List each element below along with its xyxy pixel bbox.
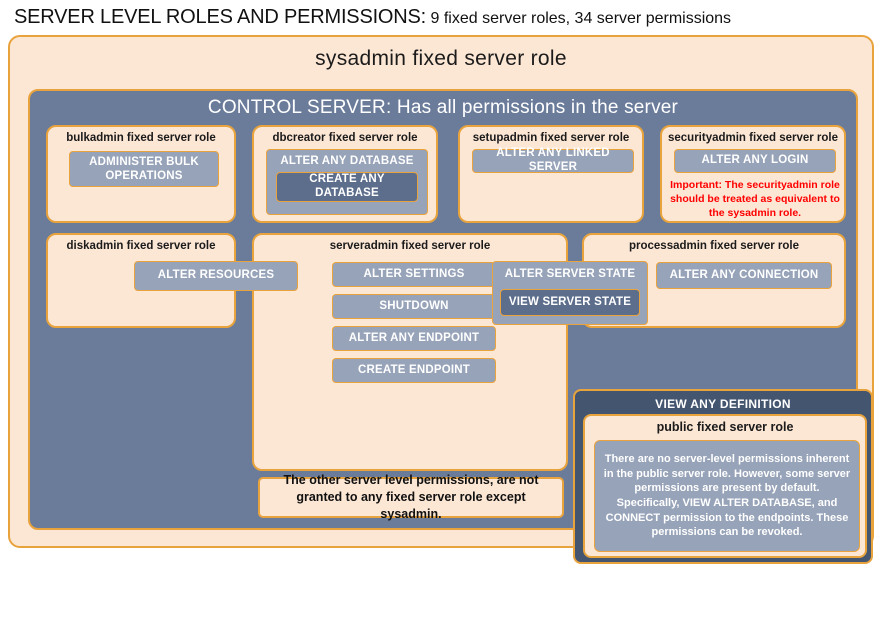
role-title-diskadmin: diskadmin fixed server role: [66, 240, 216, 252]
permission-alter-any-database-label: ALTER ANY DATABASE: [280, 155, 414, 167]
page-title: SERVER LEVEL ROLES AND PERMISSIONS: 9 fi…: [14, 6, 874, 32]
permission-view-server-state[interactable]: VIEW SERVER STATE: [500, 289, 640, 316]
sysadmin-role-title: sysadmin fixed server role: [315, 47, 567, 70]
permission-create-any-database[interactable]: CREATE ANY DATABASE: [276, 172, 418, 202]
role-card-public: public fixed server role There are no se…: [583, 414, 867, 558]
control-server-title: CONTROL SERVER: Has all permissions in t…: [207, 97, 679, 118]
permission-alter-settings[interactable]: ALTER SETTINGS: [332, 262, 496, 287]
role-card-setupadmin: setupadmin fixed server role ALTER ANY L…: [458, 125, 644, 223]
page-title-main: SERVER LEVEL ROLES AND PERMISSIONS:: [14, 6, 427, 28]
role-title-bulkadmin: bulkadmin fixed server role: [66, 132, 216, 144]
control-server-region: CONTROL SERVER: Has all permissions in t…: [28, 89, 858, 618]
permission-shutdown[interactable]: SHUTDOWN: [332, 294, 496, 319]
footer-label: SQL Server 2017: [63, 604, 156, 618]
permission-create-endpoint[interactable]: CREATE ENDPOINT: [332, 358, 496, 383]
public-role-description: There are no server-level permissions in…: [594, 440, 860, 552]
role-title-setupadmin: setupadmin fixed server role: [472, 132, 630, 144]
permission-alter-resources[interactable]: ALTER RESOURCES: [134, 261, 298, 291]
permission-alter-any-login[interactable]: ALTER ANY LOGIN: [674, 149, 836, 173]
permission-view-any-definition-label: VIEW ANY DEFINITION: [655, 397, 791, 411]
permission-alter-server-state-label: ALTER SERVER STATE: [504, 268, 636, 280]
permission-view-any-definition-panel[interactable]: VIEW ANY DEFINITION public fixed server …: [573, 389, 873, 564]
permission-alter-any-linked-server[interactable]: ALTER ANY LINKED SERVER: [472, 147, 634, 173]
permission-alter-any-connection[interactable]: ALTER ANY CONNECTION: [656, 262, 832, 289]
role-title-securityadmin: securityadmin fixed server role: [667, 132, 839, 144]
securityadmin-warning-note: Important: The securityadmin role should…: [670, 179, 840, 220]
role-card-dbcreator: dbcreator fixed server role ALTER ANY DA…: [252, 125, 438, 223]
permission-administer-bulk-operations[interactable]: ADMINISTER BULK OPERATIONS: [69, 151, 219, 187]
role-title-dbcreator: dbcreator fixed server role: [272, 132, 418, 144]
sysadmin-role-frame: sysadmin fixed server role CONTROL SERVE…: [8, 35, 874, 618]
other-permissions-note: The other server level permissions, are …: [258, 473, 564, 521]
role-title-serveradmin: serveradmin fixed server role: [329, 240, 491, 252]
role-title-processadmin: processadmin fixed server role: [628, 240, 800, 252]
role-card-bulkadmin: bulkadmin fixed server role ADMINISTER B…: [46, 125, 236, 223]
role-title-public: public fixed server role: [656, 420, 794, 434]
page-title-subtitle: 9 fixed server roles, 34 server permissi…: [430, 10, 732, 27]
role-card-securityadmin: securityadmin fixed server role ALTER AN…: [660, 125, 846, 223]
permission-alter-any-endpoint[interactable]: ALTER ANY ENDPOINT: [332, 326, 496, 351]
